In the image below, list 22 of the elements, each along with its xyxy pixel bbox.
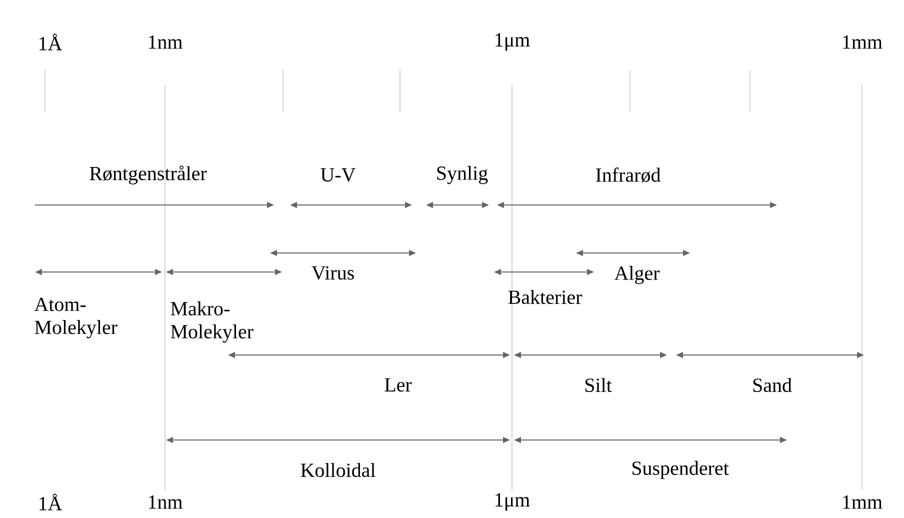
scale-label: 1μm <box>496 33 530 51</box>
range-label: Virus <box>312 266 354 280</box>
range-label: Ler <box>384 378 412 392</box>
range-label: Røntgenstråler <box>90 166 207 184</box>
range-label: Synlig <box>437 166 488 184</box>
scale-label: 1μm <box>496 493 530 511</box>
range-label: Suspenderet <box>632 460 729 480</box>
scale-label: 1mm <box>843 35 882 49</box>
range-label: Atom- Molekyler <box>34 298 118 338</box>
scale-label: 1nm <box>149 35 182 49</box>
range-label: Makro- Molekyler <box>170 301 254 343</box>
range-label: Kolloidal <box>300 462 376 478</box>
range-label: U-V <box>320 168 356 182</box>
range-label: Alger <box>614 266 660 284</box>
range-label: Sand <box>753 378 792 392</box>
scale-label: 1mm <box>843 495 882 509</box>
scale-label: 1Å <box>40 494 62 510</box>
range-label: Bakterier <box>508 290 582 304</box>
scale-label: 1Å <box>40 34 62 50</box>
range-label: Infrarød <box>596 168 661 182</box>
scale-label: 1nm <box>149 495 182 509</box>
range-label: Silt <box>585 378 612 392</box>
